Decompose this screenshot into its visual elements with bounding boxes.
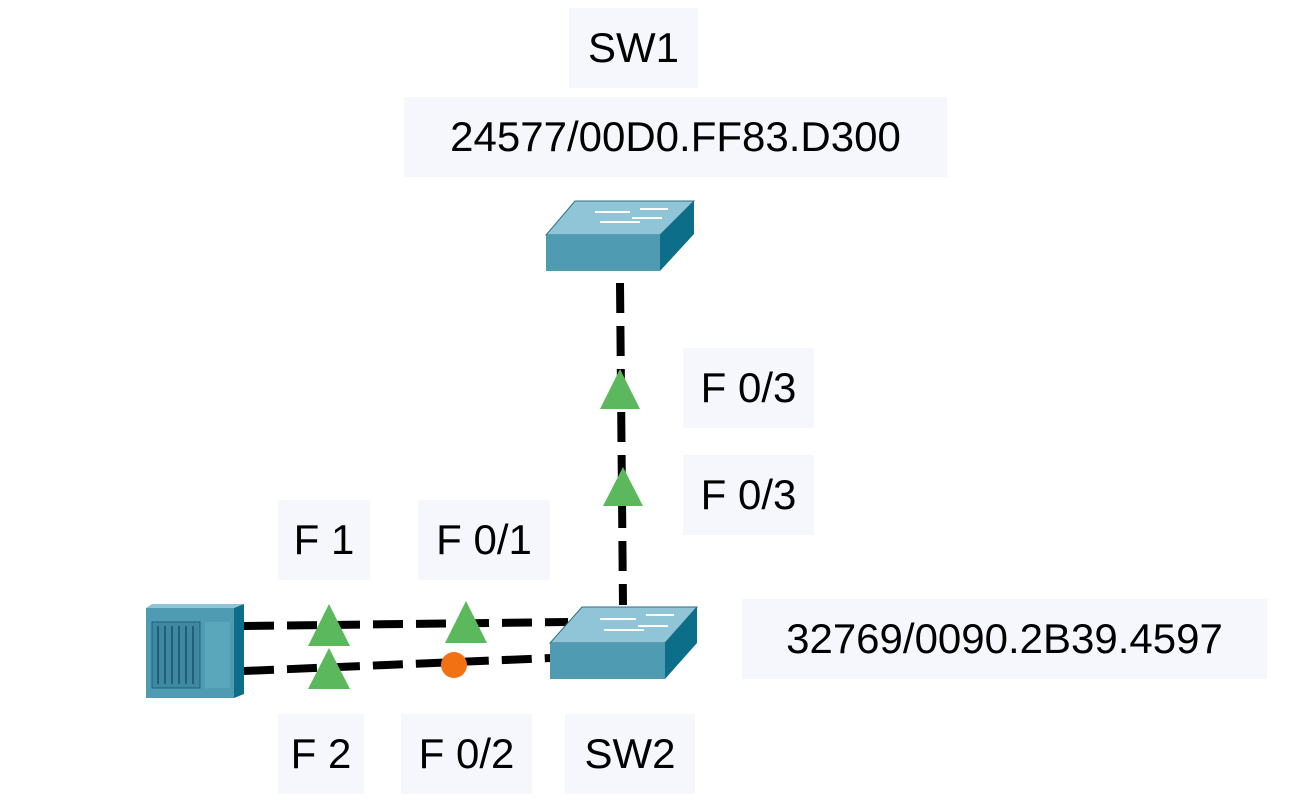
sw2-port-f01-label: F 0/1	[418, 500, 550, 580]
sw2-f02-blocking-indicator	[441, 652, 467, 678]
sw2-switch-icon[interactable]	[548, 606, 699, 679]
sw1-port-f03-label: F 0/3	[683, 348, 814, 428]
server-port-f2-label: F 2	[278, 714, 364, 794]
sw1-f03-forwarding-indicator	[600, 369, 640, 409]
link-sw1-sw2	[616, 282, 627, 606]
server-f2-forwarding-indicator	[308, 648, 350, 689]
sw2-f01-forwarding-indicator	[445, 601, 487, 643]
link-server-f1-sw2-f01	[243, 618, 569, 630]
server-port-f1-label: F 1	[278, 500, 370, 580]
server-icon[interactable]	[146, 604, 244, 698]
sw2-port-f03-label: F 0/3	[683, 455, 814, 535]
link-server-f2-sw2-f02	[243, 654, 553, 675]
server-f1-forwarding-indicator	[308, 604, 350, 646]
sw1-name-label: SW1	[569, 8, 698, 88]
sw2-f03-forwarding-indicator	[603, 467, 643, 506]
sw2-bridge-id-label: 32769/0090.2B39.4597	[742, 599, 1267, 679]
sw2-name-label: SW2	[565, 714, 695, 794]
sw1-switch-icon[interactable]	[544, 200, 696, 271]
sw1-bridge-id-label: 24577/00D0.FF83.D300	[404, 97, 947, 177]
sw2-port-f02-label: F 0/2	[401, 714, 532, 794]
